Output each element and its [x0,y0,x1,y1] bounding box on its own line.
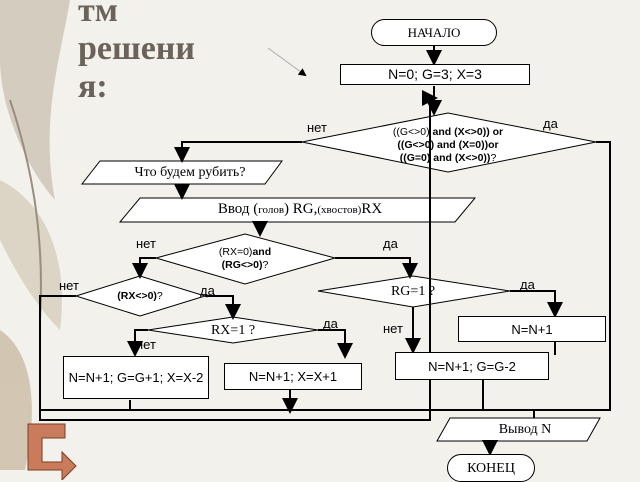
ask-text: Что будем рубить? [134,165,246,180]
page-title: тм решени я: [78,0,195,106]
rx0-condition-text: (RX=0)and (RG<>0)? [218,246,272,271]
label-no-rxne0: нет [59,278,79,293]
flowchart-connectors [39,44,611,456]
title-line-1: тм [78,0,118,29]
label-yes-main: да [543,116,558,131]
parallelogram-ask [80,160,283,185]
label-yes-rxne0: да [200,283,215,298]
parallelogram-input [118,197,477,223]
label-no-rx1: нет [136,337,156,352]
output-text: Вывод N [498,422,552,437]
start-terminal: НАЧАЛО [371,19,497,46]
action-n-process: N=N+1 [458,316,606,342]
rg1-condition-text: RG=1 ? [390,284,436,299]
action-ng2-process: N=N+1; G=G-2 [395,352,549,380]
parallelogram-output [436,417,601,442]
label-no-rx0: нет [136,236,156,251]
action-ng-process: N=N+1; G=G+1; X=X-2 [63,356,209,399]
return-arrow-icon [27,423,77,480]
hint-arrow [267,47,307,77]
rx1-condition-text: RX=1 ? [210,323,256,338]
label-no-main: нет [307,120,327,135]
label-yes-rx0: да [383,236,398,251]
label-yes-rx1: да [323,316,338,331]
rxne0-condition-text: (RX<>0)? [117,290,163,302]
input-text: Ввод (голов) RG,(хвостов)RX [217,201,383,217]
label-yes-rg1: да [520,277,535,292]
action-nx-process: N=N+1; X=X+1 [224,363,362,390]
title-line-2: решени [78,30,195,67]
label-no-rg1: нет [383,321,403,336]
end-terminal: КОНЕЦ [447,454,535,482]
main-condition-text: ((G<>0) and (X<>0)) or ((G<>0) and (X=0)… [392,126,504,164]
flowchart-shapes [74,112,601,442]
init-process: N=0; G=3; X=3 [340,64,530,85]
leaf-decoration [0,0,70,470]
title-line-3: я: [78,68,108,105]
